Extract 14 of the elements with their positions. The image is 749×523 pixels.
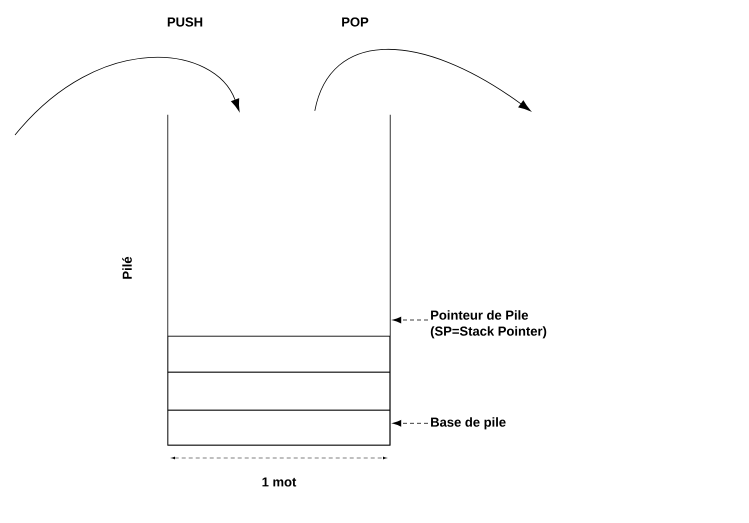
edge-label: PUSH bbox=[168, 17, 202, 27]
stack-container bbox=[167, 114, 391, 446]
stack-cell bbox=[167, 336, 390, 373]
dimension-label: 1 mot bbox=[262, 477, 296, 487]
pointer-label: Base de pile bbox=[431, 417, 506, 430]
stack-cell bbox=[167, 410, 390, 446]
axis-label: Pilé bbox=[122, 256, 132, 279]
pointer-label: Pointeur de Pile (SP=Stack Pointer) bbox=[430, 310, 546, 338]
stack-cell bbox=[167, 372, 390, 411]
arrow bbox=[14, 57, 240, 136]
arrow bbox=[314, 48, 531, 112]
arrow bbox=[392, 316, 428, 324]
arrow bbox=[392, 420, 428, 426]
edge-label: POP bbox=[342, 17, 368, 27]
